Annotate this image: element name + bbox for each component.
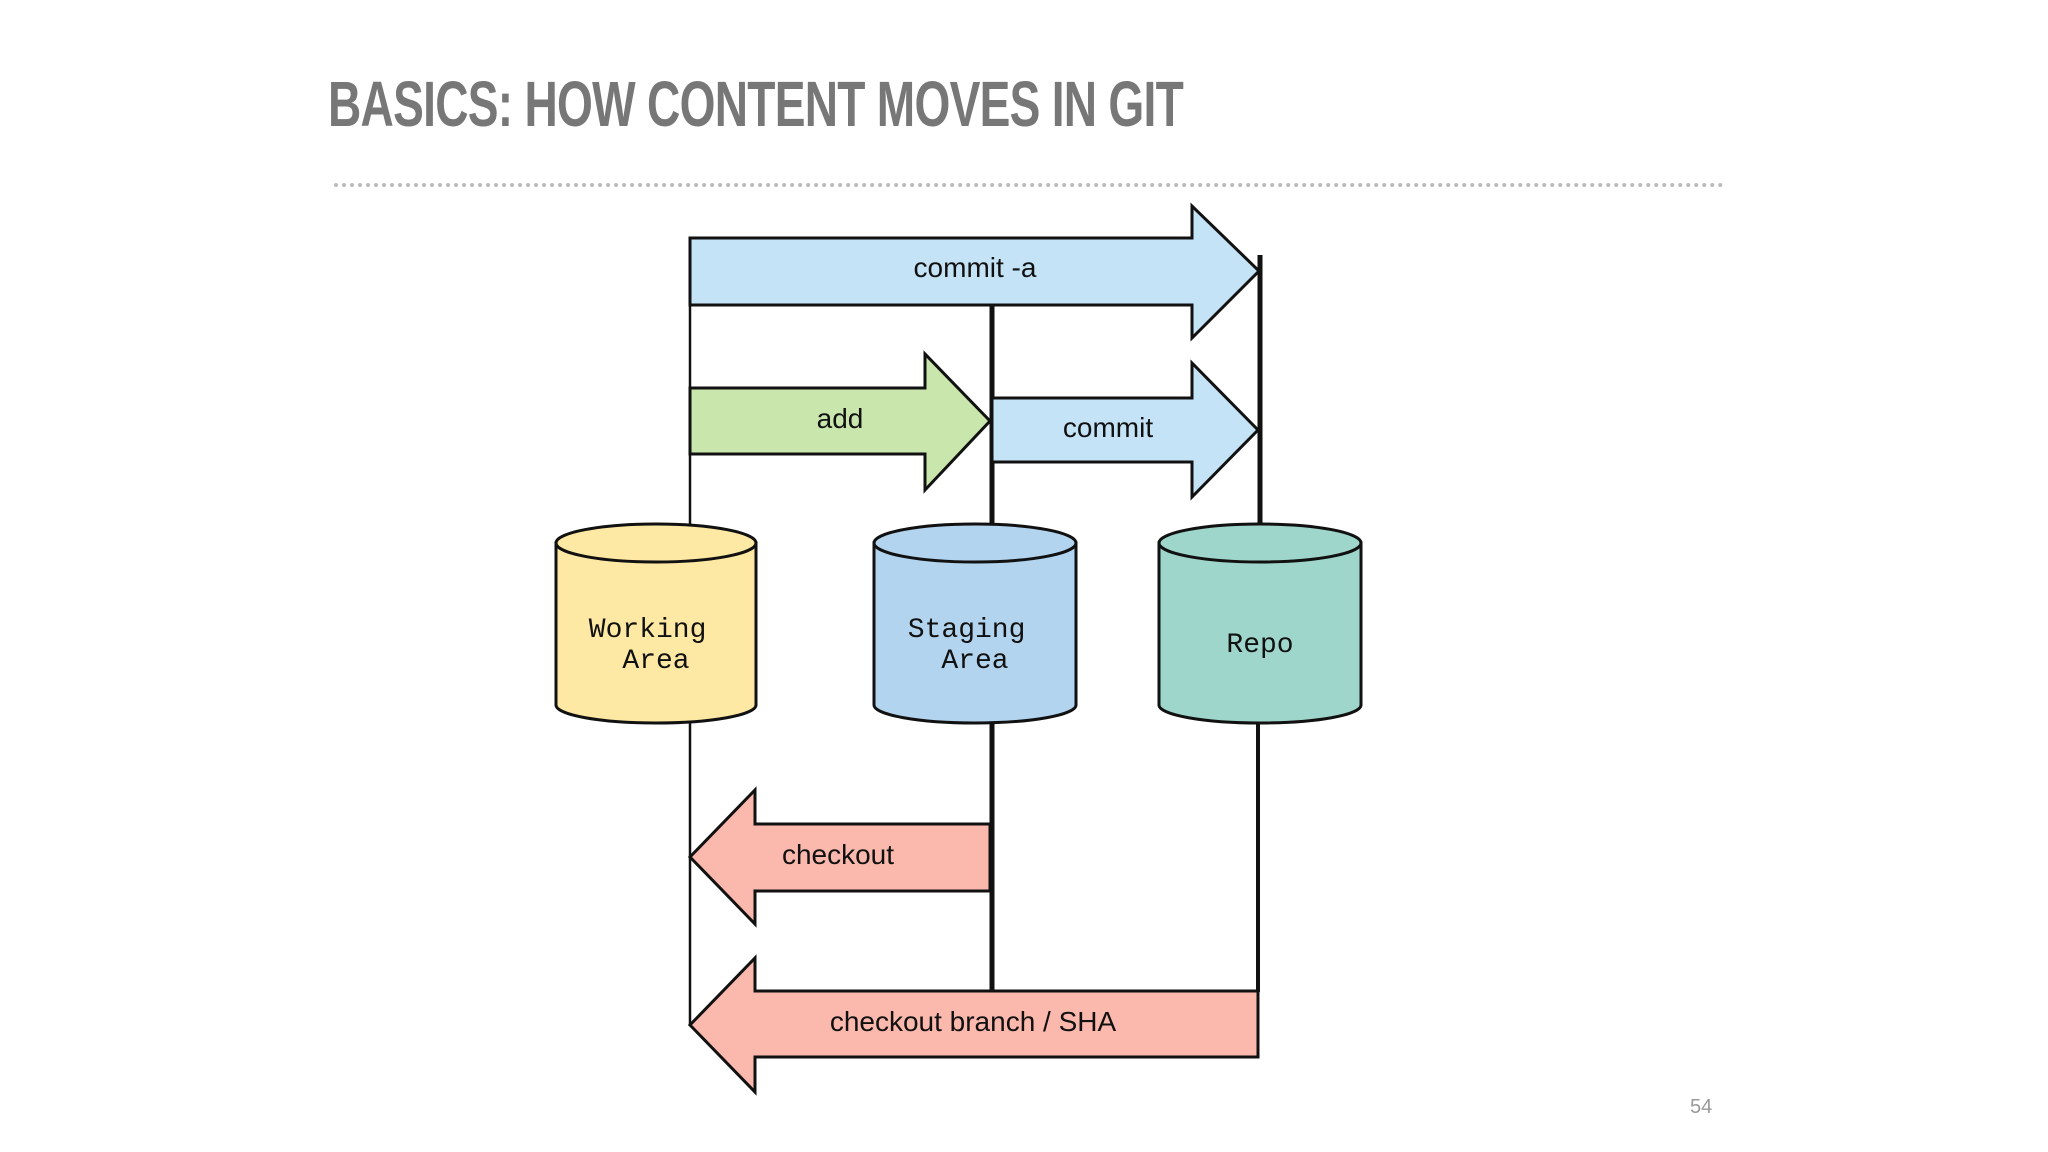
- staging-area-label-line1: Staging: [908, 615, 1026, 646]
- working-area-body: [554, 541, 758, 725]
- commit-arrow-shape: [990, 359, 1261, 501]
- add-label: add: [817, 403, 864, 434]
- svg-text:Working Area: Working Area: [589, 615, 723, 677]
- repo-cylinder: Repo: [1157, 522, 1363, 725]
- staging-area-top: [872, 522, 1078, 564]
- add-arrow: add: [688, 350, 993, 494]
- checkout-branch-arrow-shape: [687, 954, 1260, 1096]
- checkout-arrow: checkout: [687, 786, 992, 928]
- staging-area-label-line2: Area: [941, 646, 1008, 677]
- checkout-branch-arrow: checkout branch / SHA: [687, 954, 1260, 1096]
- repo-top: [1157, 522, 1363, 564]
- commit-a-arrow-shape: [688, 202, 1262, 342]
- commit-label: commit: [1063, 412, 1153, 443]
- working-area-top: [554, 522, 758, 564]
- repo-body: [1157, 541, 1363, 725]
- working-area-label-line1: Working: [589, 615, 707, 646]
- repo-label: Repo: [1226, 630, 1293, 661]
- title-divider: [334, 183, 1724, 187]
- staging-area-cylinder: Staging Area: [872, 522, 1078, 725]
- working-area-cylinder: Working Area: [554, 522, 758, 725]
- commit-a-arrow: commit -a: [688, 202, 1262, 342]
- add-arrow-shape: [688, 350, 993, 494]
- commit-a-label: commit -a: [914, 252, 1037, 283]
- working-area-label-line2: Area: [622, 646, 689, 677]
- svg-text:Staging Area: Staging Area: [908, 615, 1042, 677]
- commit-arrow: commit: [990, 359, 1261, 501]
- slide-title: BASICS: HOW CONTENT MOVES IN GIT: [328, 68, 1184, 140]
- page-number: 54: [1690, 1096, 1713, 1118]
- checkout-label: checkout: [782, 839, 894, 870]
- staging-area-body: [872, 541, 1078, 725]
- checkout-arrow-shape: [687, 786, 992, 928]
- checkout-branch-label: checkout branch / SHA: [830, 1006, 1117, 1037]
